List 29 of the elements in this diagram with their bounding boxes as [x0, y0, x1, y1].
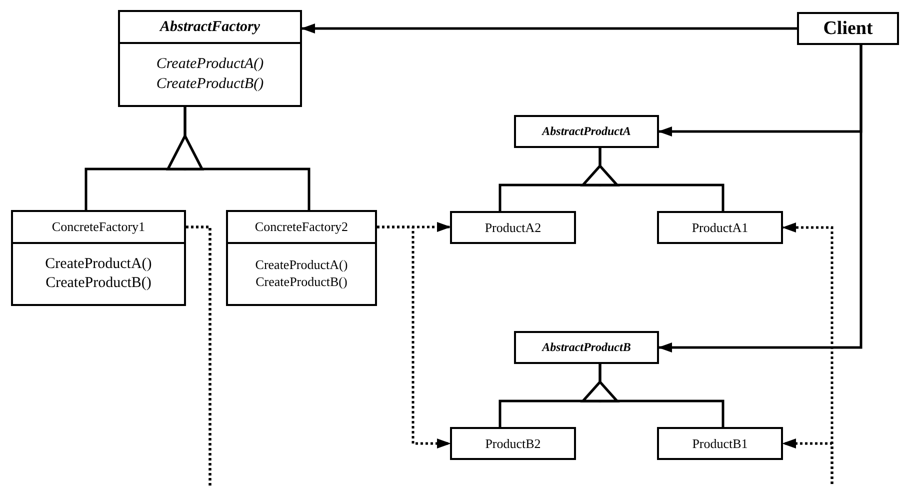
class-name: ProductA1	[692, 220, 748, 236]
inheritance-arrow	[582, 364, 724, 427]
class-box	[450, 211, 576, 244]
class-box	[226, 210, 377, 306]
class-box	[657, 427, 783, 460]
class-name: AbstractProductB	[542, 340, 631, 355]
dotted-arrow	[377, 226, 451, 448]
method-list: CreateProductA() CreateProductB()	[126, 55, 294, 94]
class-name: ProductB2	[485, 436, 541, 452]
inheritance-arrow	[166, 107, 310, 210]
class-box	[797, 12, 899, 45]
arrow	[658, 45, 862, 352]
class-name: AbstractFactory	[160, 18, 260, 36]
class-name: ProductB1	[692, 436, 748, 452]
arrow	[301, 24, 797, 34]
class-box	[514, 115, 659, 148]
method-list: CreateProductA() CreateProductB()	[19, 254, 178, 294]
class-box	[450, 427, 576, 460]
class-box	[514, 331, 659, 364]
class-name: Client	[823, 18, 873, 40]
class-name: AbstractProductA	[542, 124, 631, 139]
inheritance-arrow	[582, 148, 724, 211]
class-name: ConcreteFactory2	[254, 219, 348, 235]
class-box	[11, 210, 186, 306]
class-box	[118, 10, 302, 107]
class-box	[657, 211, 783, 244]
class-name: ConcreteFactory1	[52, 219, 146, 235]
class-name: ProductA2	[484, 220, 542, 236]
method-list: CreateProductA() CreateProductB()	[234, 257, 369, 291]
